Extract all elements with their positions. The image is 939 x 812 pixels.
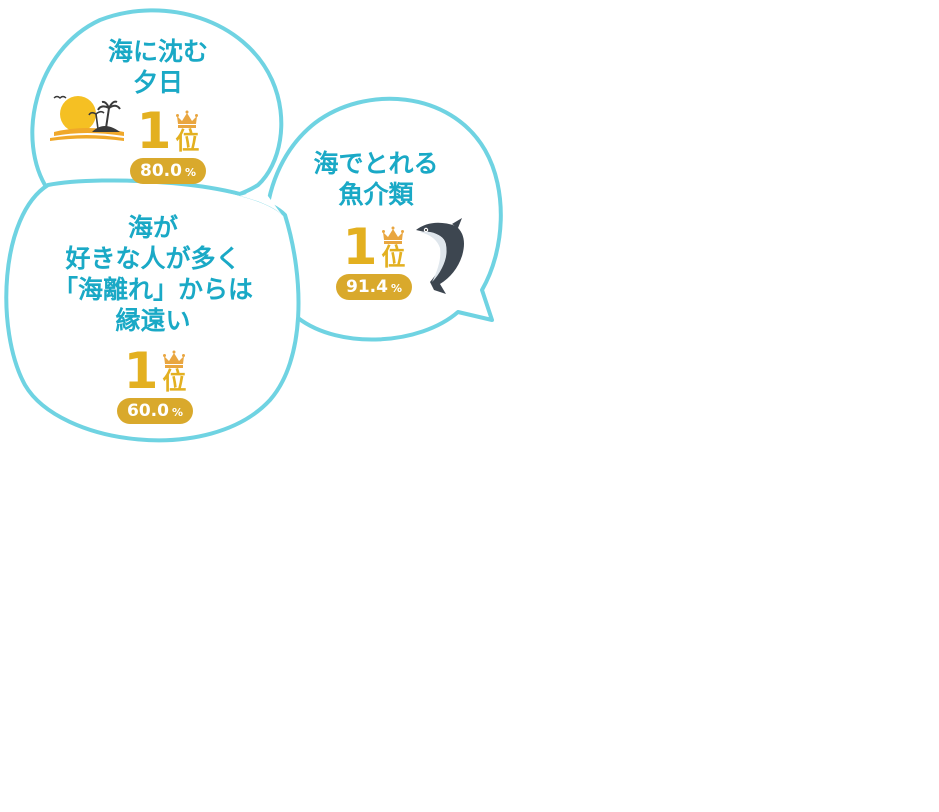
- card-title-line: 縁遠い: [115, 306, 191, 335]
- card-seafood: 海でとれる 魚介類: [296, 148, 456, 210]
- crown-icon: [382, 226, 405, 244]
- card-sunset: 海に沈む 夕日: [88, 36, 228, 98]
- rank-block-distance: 1 位 60.0 %: [105, 342, 205, 424]
- rank-number: 1: [136, 102, 172, 160]
- card-distance: 海が 好きな人が多く 「海離れ」からは 縁遠い: [48, 212, 258, 336]
- rank-label: 位: [381, 243, 406, 271]
- card-title-line: 好きな人が多く: [65, 244, 241, 273]
- crown-icon: [163, 350, 186, 368]
- rank-number: 1: [342, 218, 378, 276]
- rank-block-sunset: 1 位 80.0 %: [118, 102, 218, 184]
- crown-icon: [176, 110, 199, 128]
- card-title-line: 海が: [127, 213, 178, 242]
- card-title-line: 魚介類: [338, 180, 414, 209]
- card-title-line: 海でとれる: [313, 149, 439, 178]
- tuna-fish-icon: [416, 218, 464, 294]
- card-title-line: 海に沈む: [107, 37, 208, 66]
- rank-label: 位: [162, 367, 187, 395]
- percent-badge: 91.4 %: [336, 274, 412, 300]
- sunset-island-icon: [50, 95, 124, 141]
- rank-block-seafood: 1 位 91.4 %: [324, 218, 424, 300]
- percent-badge: 80.0 %: [130, 158, 206, 184]
- rank-label: 位: [175, 127, 200, 155]
- card-title-line: 「海離れ」からは: [52, 275, 253, 304]
- rank-number: 1: [123, 342, 159, 400]
- bubble-distance: [4, 178, 301, 443]
- percent-badge: 60.0 %: [117, 398, 193, 424]
- card-title-line: 夕日: [132, 68, 183, 97]
